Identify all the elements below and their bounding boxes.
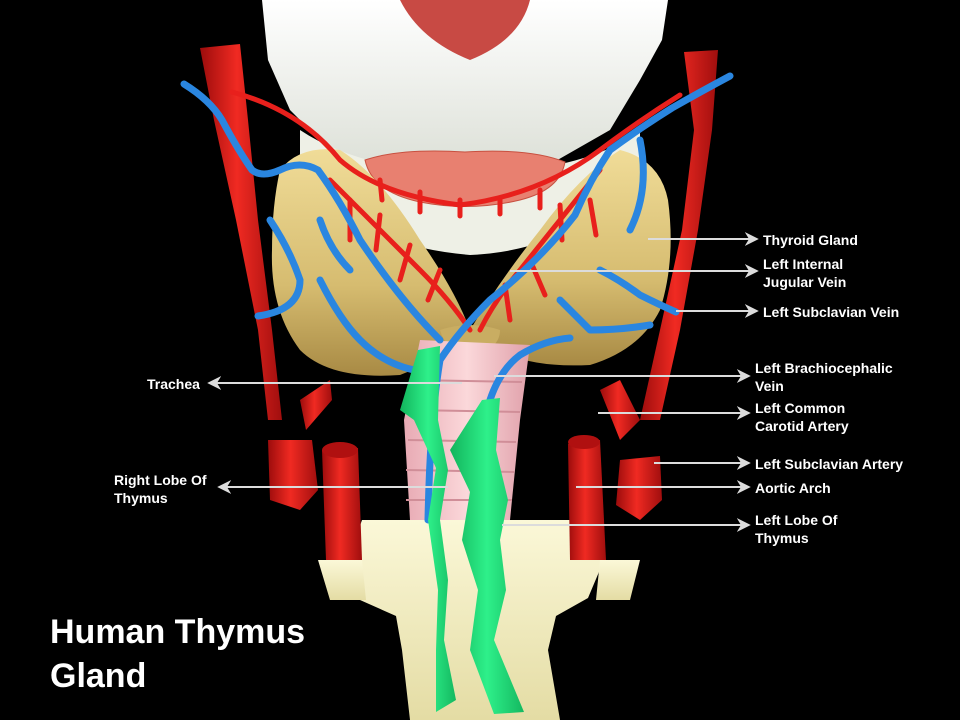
- label-aortic-arch: Aortic Arch: [755, 479, 831, 497]
- label-left-subclavian-vein: Left Subclavian Vein: [763, 303, 899, 321]
- label-text: Jugular Vein: [763, 274, 847, 290]
- label-right-lobe-of-thymus: Right Lobe Of Thymus: [114, 471, 207, 507]
- label-text: Aortic Arch: [755, 480, 831, 496]
- title-line: Human Thymus: [50, 613, 306, 651]
- diagram-title: Human Thymus Gland: [50, 610, 305, 698]
- label-text: Left Subclavian Vein: [763, 304, 900, 320]
- leader-lines: [207, 232, 759, 532]
- arteries: [200, 44, 718, 560]
- label-text: Left Brachiocephalic: [755, 360, 893, 376]
- label-text: Left Lobe Of: [755, 512, 838, 528]
- label-trachea: Trachea: [147, 375, 200, 393]
- left-thymus-lobe: [450, 398, 524, 714]
- label-text: Carotid Artery: [755, 418, 849, 434]
- label-left-lobe-of-thymus: Left Lobe Of Thymus: [755, 511, 837, 547]
- label-text: Thymus: [114, 490, 168, 506]
- label-text: Thyroid Gland: [763, 232, 858, 248]
- label-text: Left Common: [755, 400, 846, 416]
- label-text: Thymus: [755, 530, 809, 546]
- label-text: Trachea: [147, 376, 200, 392]
- right-thymus-lobe: [400, 346, 456, 712]
- title-line: Gland: [50, 657, 147, 695]
- label-left-internal-jugular-vein: Left Internal Jugular Vein: [763, 255, 846, 291]
- label-text: Left Subclavian Artery: [755, 456, 904, 472]
- label-left-brachiocephalic-vein: Left Brachiocephalic Vein: [755, 359, 893, 395]
- label-left-common-carotid-artery: Left Common Carotid Artery: [755, 399, 849, 435]
- label-text: Left Internal: [763, 256, 844, 272]
- label-text: Right Lobe Of: [114, 472, 207, 488]
- label-thyroid-gland: Thyroid Gland: [763, 231, 858, 249]
- label-left-subclavian-artery: Left Subclavian Artery: [755, 455, 903, 473]
- thymus: [400, 346, 524, 714]
- label-text: Vein: [755, 378, 784, 394]
